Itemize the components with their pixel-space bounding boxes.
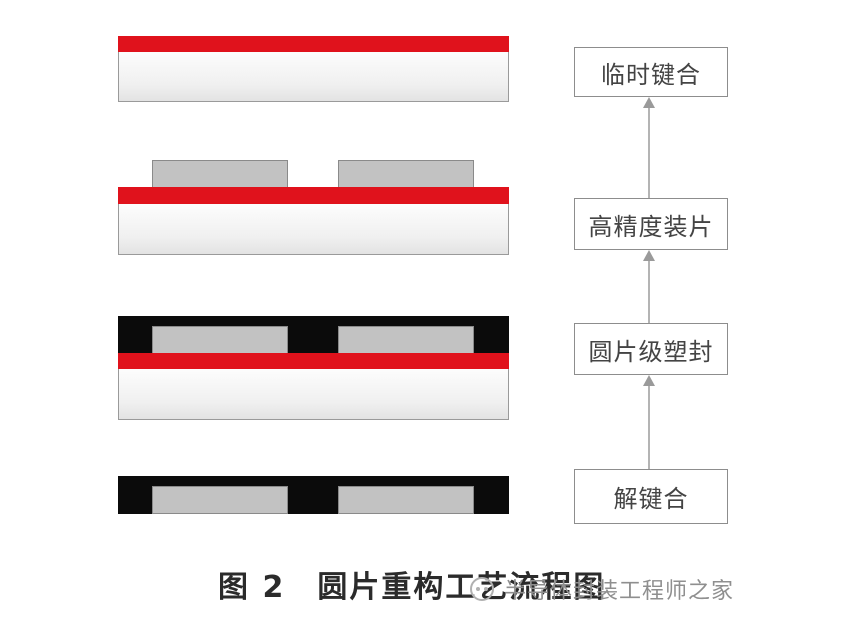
chip-right xyxy=(338,326,474,354)
bonding-tape-layer xyxy=(118,36,509,52)
watermark: 半导体封装工程师之家 xyxy=(470,573,734,605)
bonding-tape-layer xyxy=(118,187,509,204)
step-label: 临时键合 xyxy=(601,60,701,89)
bonding-tape-layer xyxy=(118,353,509,369)
chip-left xyxy=(152,326,288,354)
figure-number: 图 2 xyxy=(218,570,286,605)
step-label: 解键合 xyxy=(613,485,689,513)
step-label: 高精度装片 xyxy=(588,212,714,241)
figure-title: 圆片重构工艺流程图 xyxy=(317,570,606,605)
step-temporary-bonding: 临时键合 xyxy=(574,47,728,97)
chip-right xyxy=(338,160,474,190)
watermark-text: 半导体封装工程师之家 xyxy=(504,579,735,604)
step-wafer-molding: 圆片级塑封 xyxy=(574,323,728,375)
chip-left xyxy=(152,486,288,514)
carrier-wafer xyxy=(118,362,509,420)
figure-caption: 图 2 圆片重构工艺流程图 xyxy=(218,562,605,606)
chip-right xyxy=(338,486,474,514)
wechat-icon xyxy=(470,577,494,601)
carrier-wafer xyxy=(118,197,509,255)
step-debonding: 解键合 xyxy=(574,469,728,524)
step-label: 圆片级塑封 xyxy=(588,337,714,366)
step-die-placement: 高精度装片 xyxy=(574,198,728,250)
